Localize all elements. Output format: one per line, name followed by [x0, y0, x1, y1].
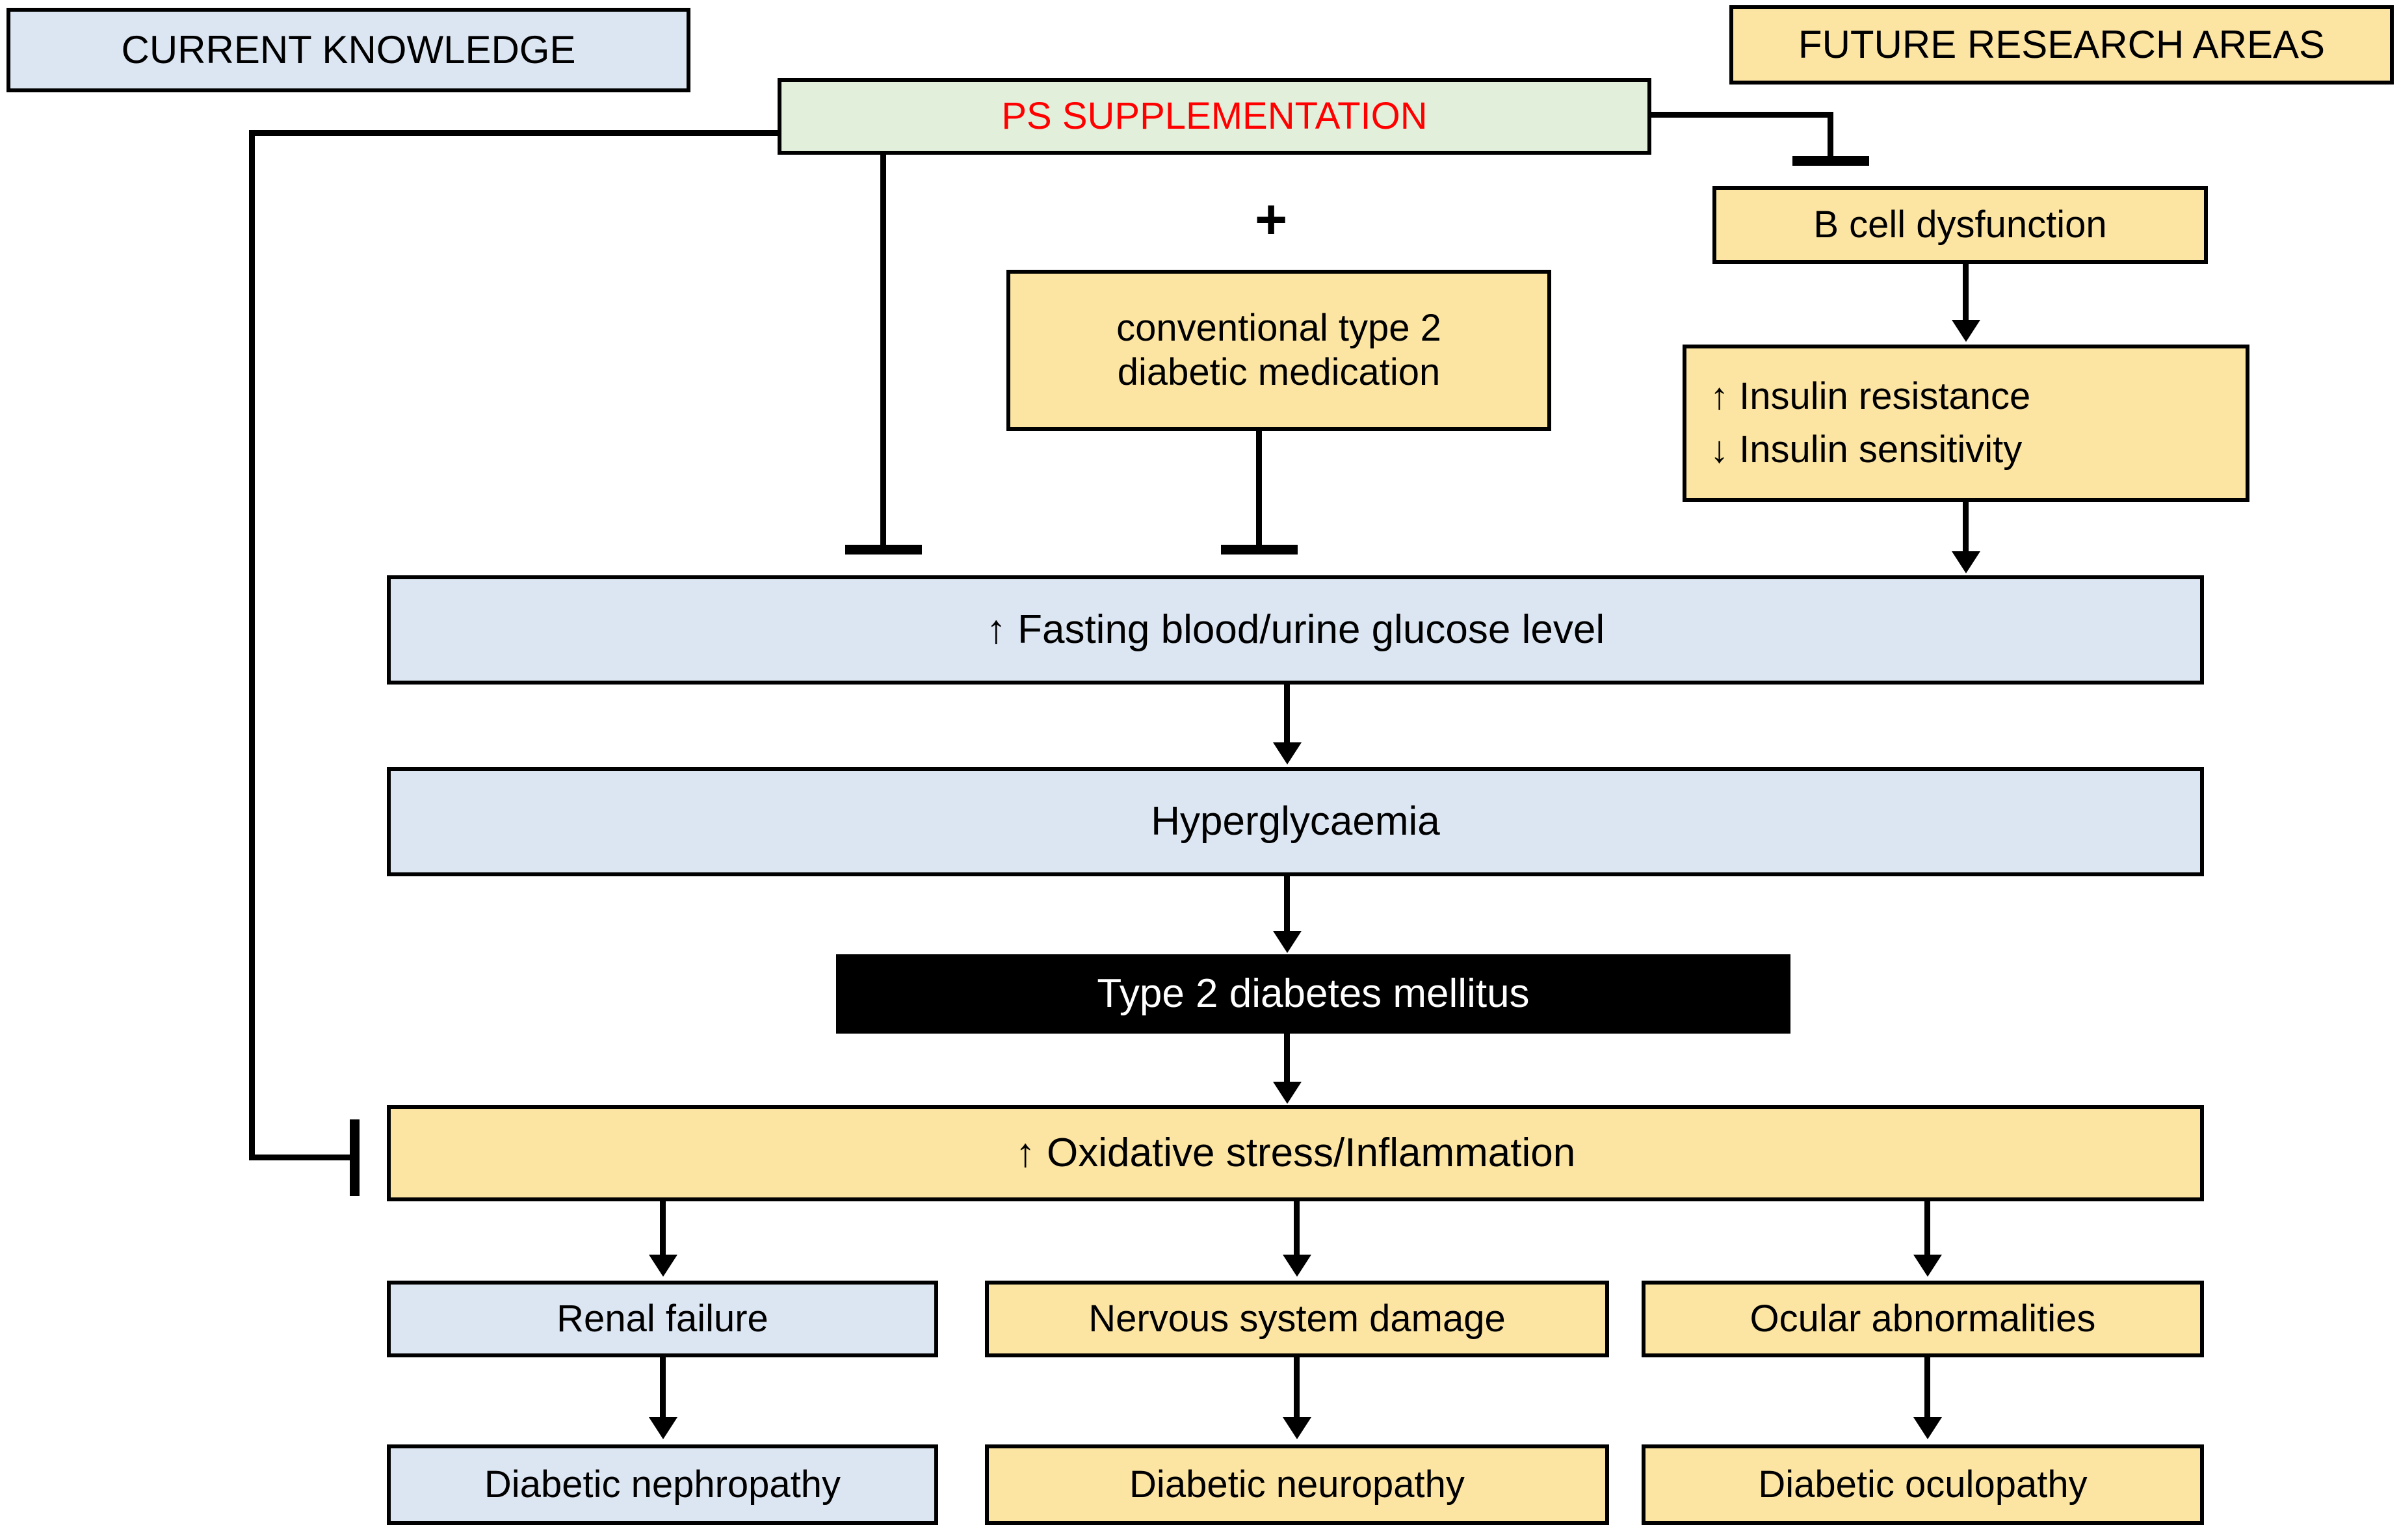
edge-ocular-to-oculopathy-vertical	[1924, 1357, 1930, 1420]
edge-ps-to-bcell-inhibition-bar	[1792, 156, 1869, 166]
node-conventional-medication: conventional type 2 diabetic medication	[1006, 270, 1551, 431]
edge-ps-to-bcell-horizontal	[1651, 112, 1833, 118]
node-oxidative-stress: ↑ Oxidative stress/Inflammation	[387, 1105, 2204, 1201]
node-b-cell-dysfunction: B cell dysfunction	[1712, 186, 2208, 264]
node-b-cell-dysfunction-label: B cell dysfunction	[1813, 203, 2107, 246]
edge-hyperglycaemia-to-t2dm-vertical	[1284, 876, 1290, 933]
legend-future-research-areas-label: FUTURE RESEARCH AREAS	[1798, 22, 2326, 66]
edge-ps-to-bcell-vertical	[1828, 112, 1833, 163]
node-ocular-abnormalities: Ocular abnormalities	[1642, 1281, 2204, 1357]
legend-current-knowledge: CURRENT KNOWLEDGE	[7, 8, 690, 92]
legend-current-knowledge-label: CURRENT KNOWLEDGE	[121, 27, 576, 72]
edge-oxidative-to-renal-failure-vertical	[660, 1201, 666, 1257]
node-conventional-medication-label: conventional type 2 diabetic medication	[1116, 306, 1441, 393]
edge-ps-to-fasting-glucose-inhibition-bar	[845, 545, 922, 555]
node-hyperglycaemia-label: Hyperglycaemia	[1151, 799, 1440, 844]
edge-renal-failure-to-nephropathy-vertical	[660, 1357, 666, 1420]
node-ocular-abnormalities-label: Ocular abnormalities	[1750, 1297, 2096, 1340]
edge-ps-to-oxidative-horizontal-top	[249, 130, 781, 136]
edge-nervous-system-to-neuropathy-vertical	[1294, 1357, 1300, 1420]
node-insulin-resistance-sensitivity: ↑ Insulin resistance ↓ Insulin sensitivi…	[1683, 345, 2249, 502]
edge-nervous-system-to-neuropathy-arrowhead	[1283, 1417, 1311, 1439]
legend-future-research-areas: FUTURE RESEARCH AREAS	[1729, 5, 2394, 85]
node-diabetic-oculopathy-label: Diabetic oculopathy	[1758, 1463, 2088, 1506]
edge-oxidative-to-ocular-arrowhead	[1913, 1255, 1942, 1277]
node-fasting-glucose-label: ↑ Fasting blood/urine glucose level	[986, 607, 1605, 653]
node-diabetic-neuropathy: Diabetic neuropathy	[985, 1444, 1609, 1525]
node-renal-failure: Renal failure	[387, 1281, 938, 1357]
edge-oxidative-to-nervous-system-arrowhead	[1283, 1255, 1311, 1277]
node-diabetic-neuropathy-label: Diabetic neuropathy	[1129, 1463, 1465, 1506]
edge-ps-to-oxidative-vertical	[249, 130, 255, 1160]
edge-ps-to-oxidative-horizontal-bottom	[249, 1155, 355, 1160]
edge-insulin-to-fasting-glucose-vertical	[1963, 502, 1969, 554]
node-insulin-resistance-label: ↑ Insulin resistance	[1710, 374, 2031, 417]
node-type-2-diabetes-mellitus-label: Type 2 diabetes mellitus	[1097, 971, 1530, 1017]
edge-fasting-glucose-to-hyperglycaemia-vertical	[1284, 685, 1290, 744]
edge-medication-to-fasting-glucose-inhibition-bar	[1221, 545, 1298, 555]
edge-hyperglycaemia-to-t2dm-arrowhead	[1273, 931, 1302, 953]
edge-oxidative-to-renal-failure-arrowhead	[649, 1255, 677, 1277]
plus-sign: +	[1255, 189, 1288, 251]
node-diabetic-nephropathy: Diabetic nephropathy	[387, 1444, 938, 1525]
edge-bcell-to-insulin-arrowhead	[1952, 320, 1980, 342]
edge-fasting-glucose-to-hyperglycaemia-arrowhead	[1273, 742, 1302, 764]
node-nervous-system-damage-label: Nervous system damage	[1088, 1297, 1506, 1340]
edge-t2dm-to-oxidative-arrowhead	[1273, 1082, 1302, 1104]
edge-bcell-to-insulin-vertical	[1963, 264, 1969, 324]
node-insulin-sensitivity-label: ↓ Insulin sensitivity	[1710, 428, 2023, 471]
edge-renal-failure-to-nephropathy-arrowhead	[649, 1417, 677, 1439]
edge-medication-to-fasting-glucose-vertical	[1256, 431, 1262, 553]
node-type-2-diabetes-mellitus: Type 2 diabetes mellitus	[836, 954, 1790, 1034]
node-ps-supplementation-label: PS SUPPLEMENTATION	[1001, 94, 1428, 137]
node-diabetic-nephropathy-label: Diabetic nephropathy	[484, 1463, 841, 1506]
node-hyperglycaemia: Hyperglycaemia	[387, 767, 2204, 876]
node-nervous-system-damage: Nervous system damage	[985, 1281, 1609, 1357]
node-ps-supplementation: PS SUPPLEMENTATION	[778, 78, 1651, 155]
node-oxidative-stress-label: ↑ Oxidative stress/Inflammation	[1015, 1130, 1576, 1176]
edge-ps-to-fasting-glucose-vertical	[880, 155, 886, 553]
edge-ps-to-oxidative-inhibition-bar	[350, 1119, 360, 1196]
edge-oxidative-to-nervous-system-vertical	[1294, 1201, 1300, 1257]
node-fasting-glucose: ↑ Fasting blood/urine glucose level	[387, 575, 2204, 685]
edge-ocular-to-oculopathy-arrowhead	[1913, 1417, 1942, 1439]
node-renal-failure-label: Renal failure	[557, 1297, 768, 1340]
edge-t2dm-to-oxidative-vertical	[1284, 1034, 1290, 1084]
edge-insulin-to-fasting-glucose-arrowhead	[1952, 551, 1980, 573]
edge-oxidative-to-ocular-vertical	[1924, 1201, 1930, 1257]
node-diabetic-oculopathy: Diabetic oculopathy	[1642, 1444, 2204, 1525]
